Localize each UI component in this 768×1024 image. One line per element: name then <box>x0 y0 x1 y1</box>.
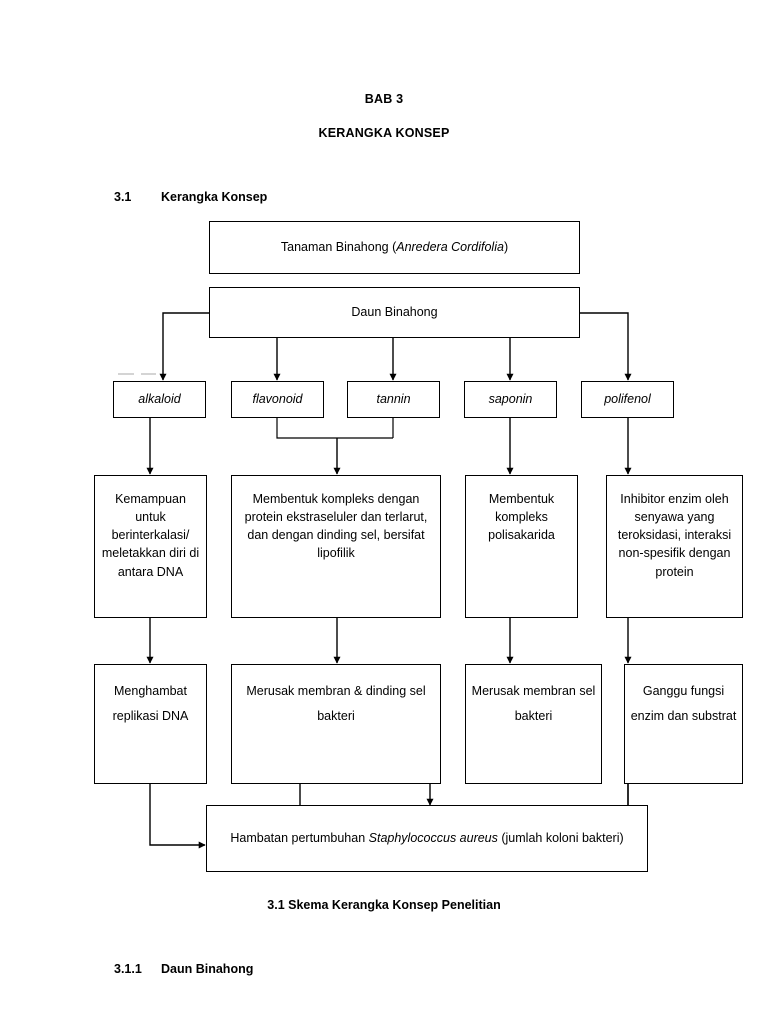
node-outcome: Hambatan pertumbuhan Staphylococcus aure… <box>206 805 648 872</box>
node-outcome-label: Hambatan pertumbuhan Staphylococcus aure… <box>230 831 624 846</box>
node-effect-enzyme-label: Ganggu fungsi enzim dan substrat <box>630 684 737 723</box>
node-compound-polifenol: polifenol <box>581 381 674 418</box>
node-effect-membrane-label: Merusak membran sel bakteri <box>471 684 596 723</box>
node-mechanism-polifenol-label: Inhibitor enzim oleh senyawa yang teroks… <box>617 492 732 579</box>
node-mechanism-alkaloid: Kemampuan untuk berinterkalasi/ meletakk… <box>94 475 207 618</box>
node-mechanism-flavonoid-tannin-label: Membentuk kompleks dengan protein ekstra… <box>244 492 428 561</box>
node-mechanism-polifenol: Inhibitor enzim oleh senyawa yang teroks… <box>606 475 743 618</box>
node-compound-saponin-label: saponin <box>488 392 533 407</box>
node-leaf: Daun Binahong <box>209 287 580 338</box>
section-title: Kerangka Konsep <box>161 190 268 204</box>
node-leaf-label: Daun Binahong <box>351 305 438 320</box>
node-mechanism-flavonoid-tannin: Membentuk kompleks dengan protein ekstra… <box>231 475 441 618</box>
node-effect-dna: Menghambat replikasi DNA <box>94 664 207 784</box>
node-mechanism-saponin-label: Membentuk kompleks polisakarida <box>488 492 555 543</box>
subsection-number: 3.1.1 <box>114 962 142 976</box>
node-plant-label: Tanaman Binahong (Anredera Cordifolia) <box>280 240 509 255</box>
node-compound-alkaloid: alkaloid <box>113 381 206 418</box>
node-effect-membrane: Merusak membran sel bakteri <box>465 664 602 784</box>
node-mechanism-saponin: Membentuk kompleks polisakarida <box>465 475 578 618</box>
section-number: 3.1 <box>114 190 132 204</box>
node-compound-saponin: saponin <box>464 381 557 418</box>
chapter-label: BAB 3 <box>364 92 404 106</box>
node-effect-membrane-wall-label: Merusak membran & dinding sel bakteri <box>246 684 426 723</box>
section-heading-3-1: 3.1 Kerangka Konsep <box>114 190 267 204</box>
node-plant: Tanaman Binahong (Anredera Cordifolia) <box>209 221 580 274</box>
figure-caption: 3.1 Skema Kerangka Konsep Penelitian <box>267 898 501 912</box>
node-compound-polifenol-label: polifenol <box>604 392 651 407</box>
node-compound-tannin: tannin <box>347 381 440 418</box>
node-effect-enzyme: Ganggu fungsi enzim dan substrat <box>624 664 743 784</box>
node-compound-tannin-label: tannin <box>376 392 411 407</box>
chapter-title: KERANGKA KONSEP <box>318 126 450 140</box>
node-mechanism-alkaloid-label: Kemampuan untuk berinterkalasi/ meletakk… <box>101 492 200 579</box>
node-compound-alkaloid-label: alkaloid <box>138 392 181 407</box>
node-effect-membrane-wall: Merusak membran & dinding sel bakteri <box>231 664 441 784</box>
node-compound-flavonoid-label: flavonoid <box>252 392 303 407</box>
subsection-title: Daun Binahong <box>161 962 254 976</box>
subsection-heading-3-1-1: 3.1.1 Daun Binahong <box>114 962 253 976</box>
node-compound-flavonoid: flavonoid <box>231 381 324 418</box>
node-effect-dna-label: Menghambat replikasi DNA <box>112 684 189 723</box>
